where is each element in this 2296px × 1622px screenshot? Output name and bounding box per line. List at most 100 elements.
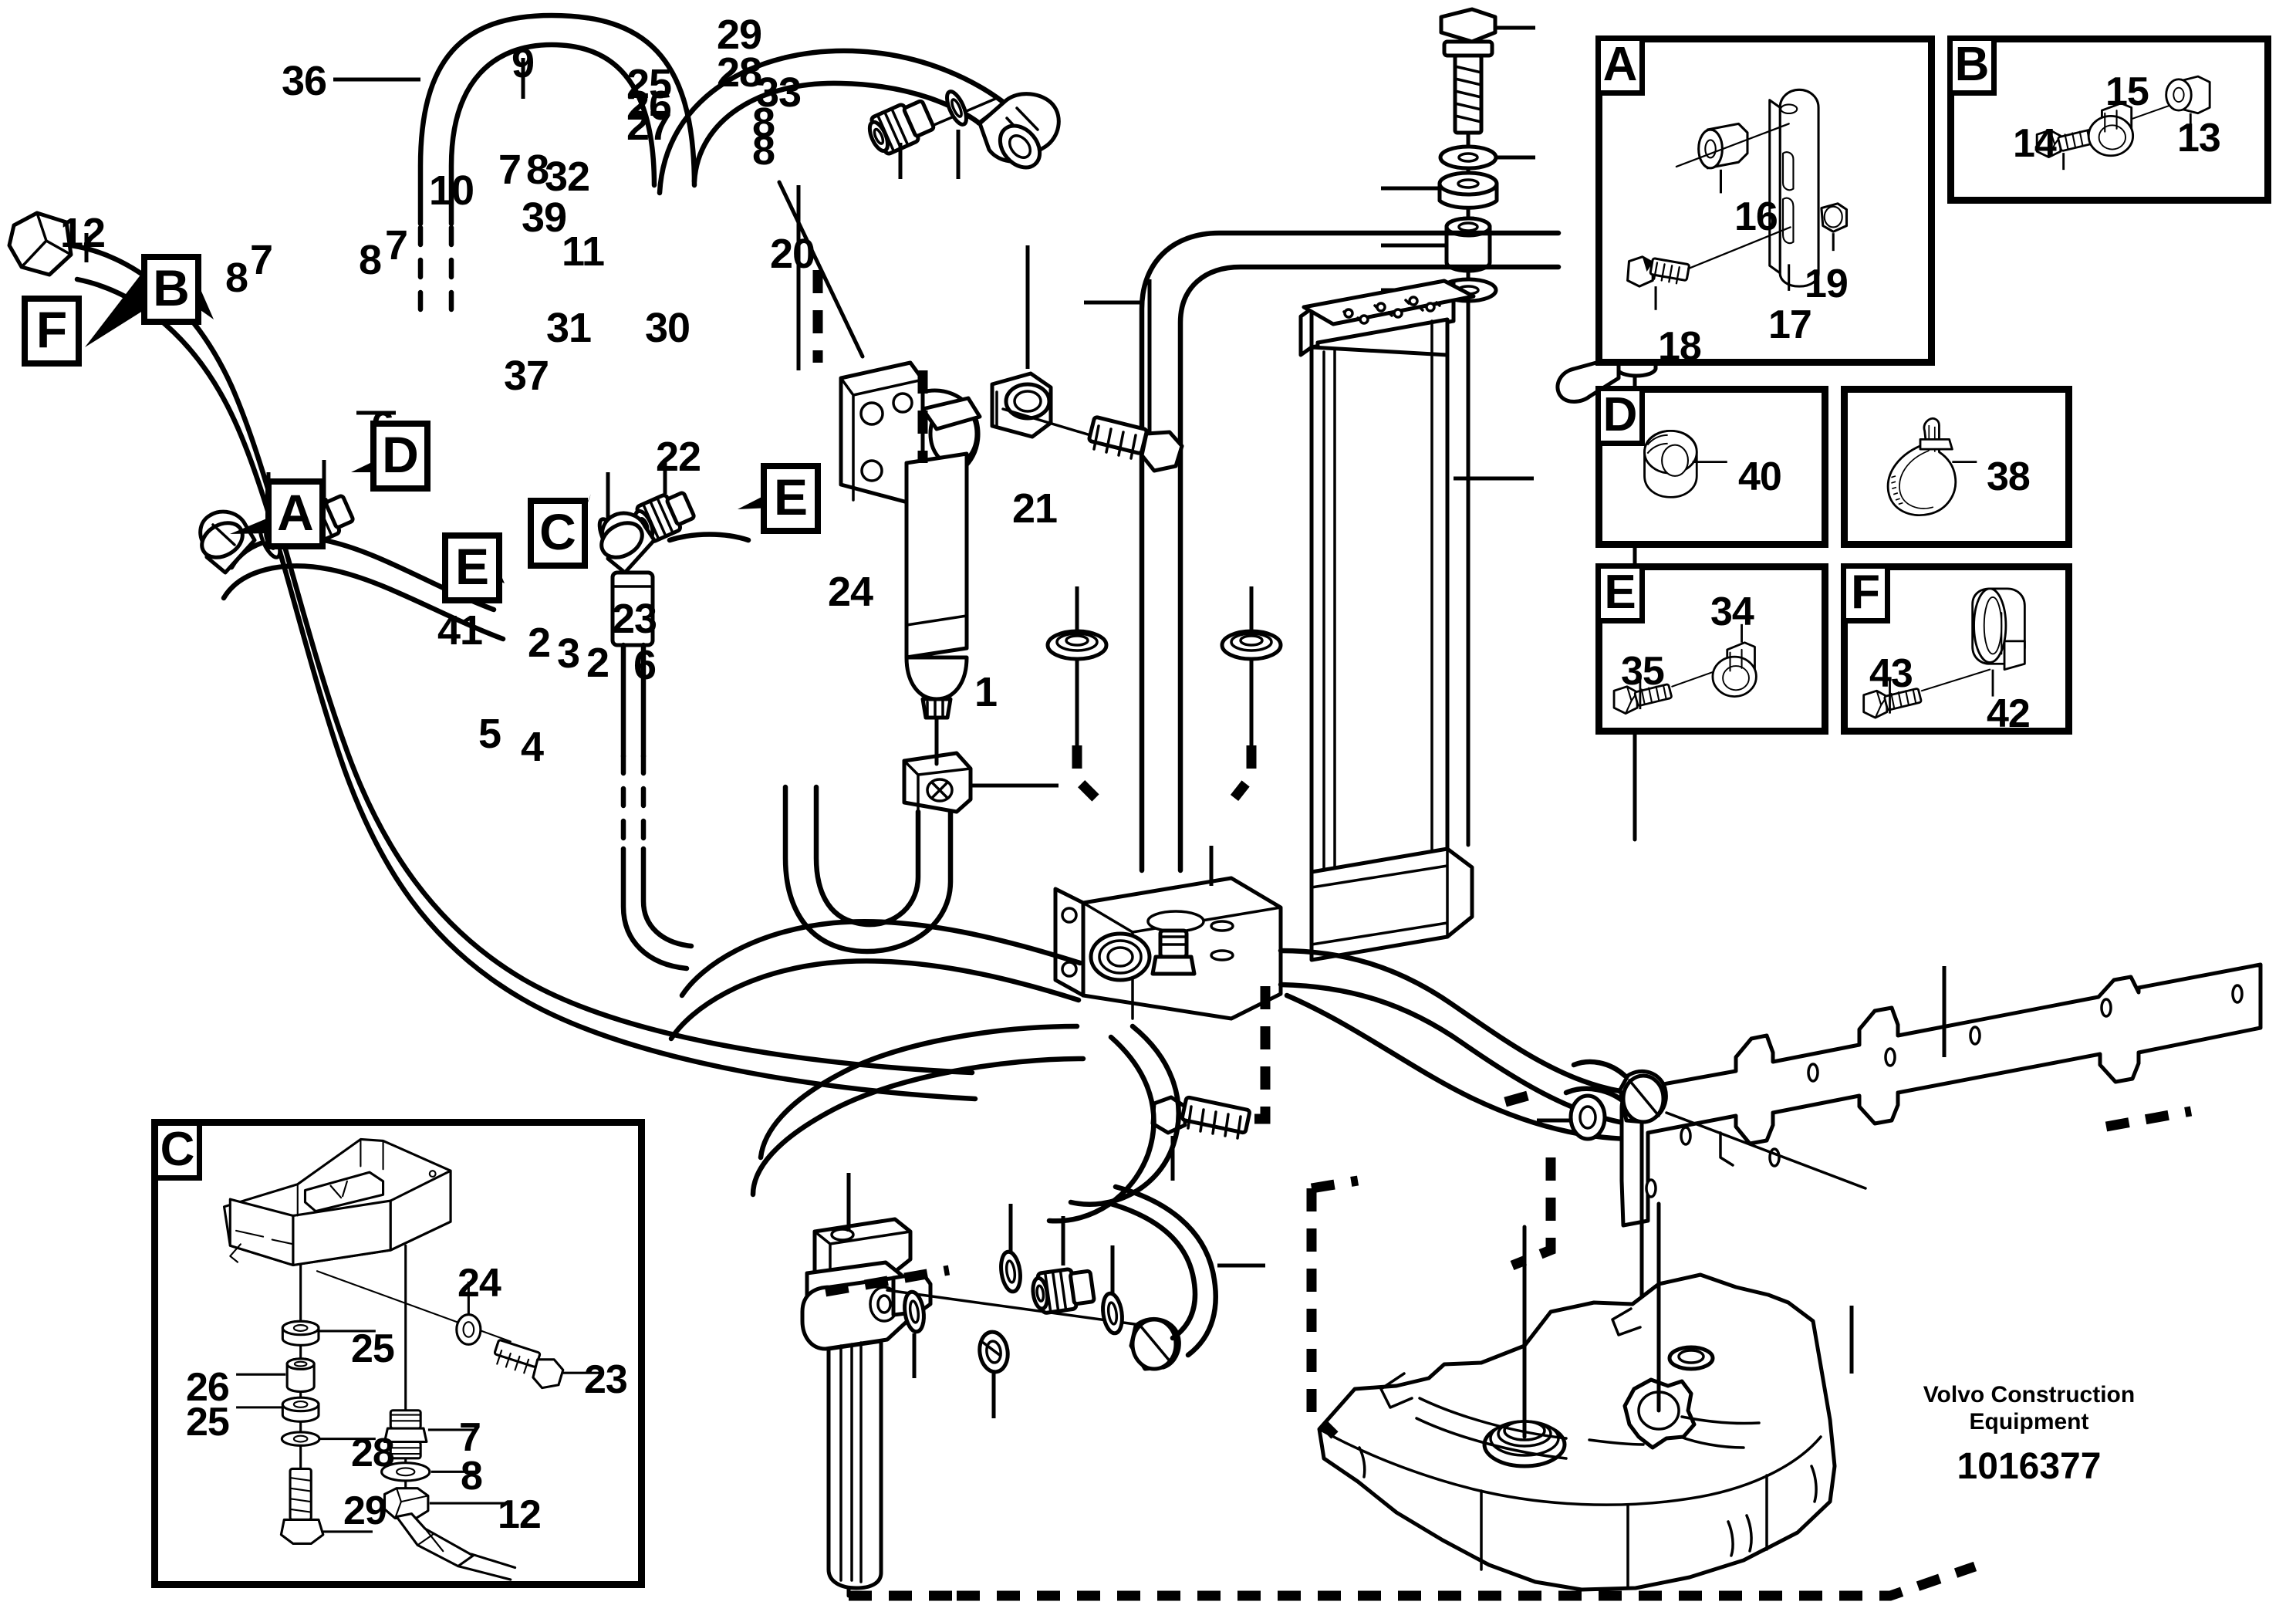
mounting-plate-21 [1619,962,2263,1228]
part-label-10: 10 [429,167,474,214]
part-label-8: 8 [225,255,248,301]
detail-box-artwork: .b-w{fill:#fff;stroke:#000;stroke-width:… [1954,42,2264,197]
detail-label-14: 14 [2013,121,2057,166]
detail-c-label-25: 25 [351,1326,395,1371]
detail-c-label-8: 8 [461,1454,483,1499]
part-number: 1016377 [1957,1445,2102,1487]
part-label-20: 20 [770,231,815,277]
hose-9 [521,48,1061,196]
detail-c-label-26: 26 [186,1365,230,1410]
detail-box-d: .d-w{fill:#fff;stroke:#000;stroke-width:… [1595,386,1828,548]
detail-box-d-letter: D [1595,386,1645,446]
part-label-30: 30 [645,305,690,351]
detail-label-13: 13 [2177,116,2221,161]
detail-box-a: .a-w{fill:#fff;stroke:#000;stroke-width:… [1595,35,1935,369]
detail-label-18: 18 [1658,324,1702,369]
part-label-2: 2 [528,620,551,666]
filter-head-10 [777,180,1184,955]
part-label-36: 36 [282,58,327,104]
callout-tab-e[interactable]: E [442,532,502,603]
part-label-8: 8 [752,100,775,146]
part-label-23: 23 [612,596,657,642]
callout-tab-b[interactable]: B [141,254,201,325]
detail-c-label-7: 7 [459,1415,481,1460]
hoses-manifold [668,918,1639,1224]
callout-tab-f[interactable]: F [22,296,82,367]
part-label-2: 2 [586,640,609,686]
detail-box-artwork: .f-w{fill:#fff;stroke:#000;stroke-width:… [1848,570,2065,728]
brand-line-1: Volvo Construction [1923,1382,2136,1407]
detail-c-label-29: 29 [343,1489,387,1533]
detail-c-label-28: 28 [351,1431,395,1475]
brand-line-2: Equipment [1969,1409,2089,1435]
feed-pump-41 [800,1173,957,1601]
part-label-8: 8 [752,127,775,174]
part-label-31: 31 [546,305,592,351]
dashed-leaders [812,270,2193,1601]
callout-tab-a[interactable]: A [265,478,326,549]
part-label-26: 26 [626,83,672,129]
callout-tab-e[interactable]: E [761,463,821,534]
detail-label-38: 38 [1987,454,2031,499]
part-label-7: 7 [385,222,408,269]
part-label-11: 11 [562,228,605,275]
hose-32 [1084,230,1562,874]
detail-box-c-letter: C [153,1120,202,1181]
fitting-7-8-upper [867,90,997,179]
part-label-37: 37 [504,353,549,399]
seals-31-30 [1045,586,1283,802]
detail-label-40: 40 [1738,454,1782,499]
part-label-5: 5 [478,711,501,757]
detail-c-label-23: 23 [584,1357,628,1402]
detail-label-34: 34 [1710,590,1754,634]
part-label-1: 1 [974,669,998,715]
detail-box-artwork: .t-w{fill:#fff;stroke:#000;stroke-width:… [1848,393,2065,541]
callout-tab-c[interactable]: C [528,498,588,569]
detail-label-43: 43 [1869,651,1913,696]
fitting-7-8-filter [356,411,751,972]
detail-box-b-letter: B [1947,35,1997,96]
cooler-20 [1298,279,1534,962]
part-label-32: 32 [545,154,590,200]
part-label-12: 12 [60,210,106,256]
part-label-22: 22 [656,434,701,480]
washer-24 [1487,1059,1668,1353]
part-label-29: 29 [717,12,762,58]
part-label-27: 27 [626,103,672,149]
fuel-tank-1 [1306,1175,1854,1592]
detail-box-f-letter: F [1841,563,1890,623]
part-label-39: 39 [522,194,567,241]
part-label-6: 6 [633,642,657,688]
detail-label-17: 17 [1768,302,1812,347]
hose-12 [7,211,978,1102]
detail-label-15: 15 [2105,69,2149,114]
manufacturer-logo: Volvo Construction Equipment 1016377 [1923,1381,2135,1488]
hardware-row-pump [824,1184,1265,1418]
hose-36 [333,12,697,327]
detail-box-b: .b-w{fill:#fff;stroke:#000;stroke-width:… [1947,35,2271,204]
part-label-7: 7 [250,237,273,283]
manifold-22 [1053,846,1283,1181]
callout-tab-d[interactable]: D [370,421,430,492]
part-label-24: 24 [828,569,873,615]
detail-label-42: 42 [1987,691,2031,736]
part-label-7: 7 [498,147,522,193]
detail-box-a-letter: A [1595,35,1645,96]
part-label-4: 4 [521,724,544,770]
detail-label-16: 16 [1734,194,1778,239]
detail-box-artwork: .e-w{fill:#fff;stroke:#000;stroke-width:… [1602,570,1822,728]
detail-box-cable-tie: .t-w{fill:#fff;stroke:#000;stroke-width:… [1841,386,2072,548]
part-label-28: 28 [717,49,762,96]
detail-label-19: 19 [1805,262,1849,306]
part-label-9: 9 [512,40,535,86]
part-label-21: 21 [1012,485,1058,532]
detail-box-f: .f-w{fill:#fff;stroke:#000;stroke-width:… [1841,563,2072,735]
detail-box-artwork: .d-w{fill:#fff;stroke:#000;stroke-width:… [1602,393,1822,541]
part-label-25: 25 [626,61,672,107]
detail-c-label-25: 25 [186,1400,230,1445]
detail-label-35: 35 [1621,649,1665,694]
detail-c-label-24: 24 [458,1261,501,1306]
part-label-41: 41 [437,607,483,654]
part-label-8: 8 [359,237,382,283]
detail-box-artwork: .a-w{fill:#fff;stroke:#000;stroke-width:… [1602,42,1928,359]
